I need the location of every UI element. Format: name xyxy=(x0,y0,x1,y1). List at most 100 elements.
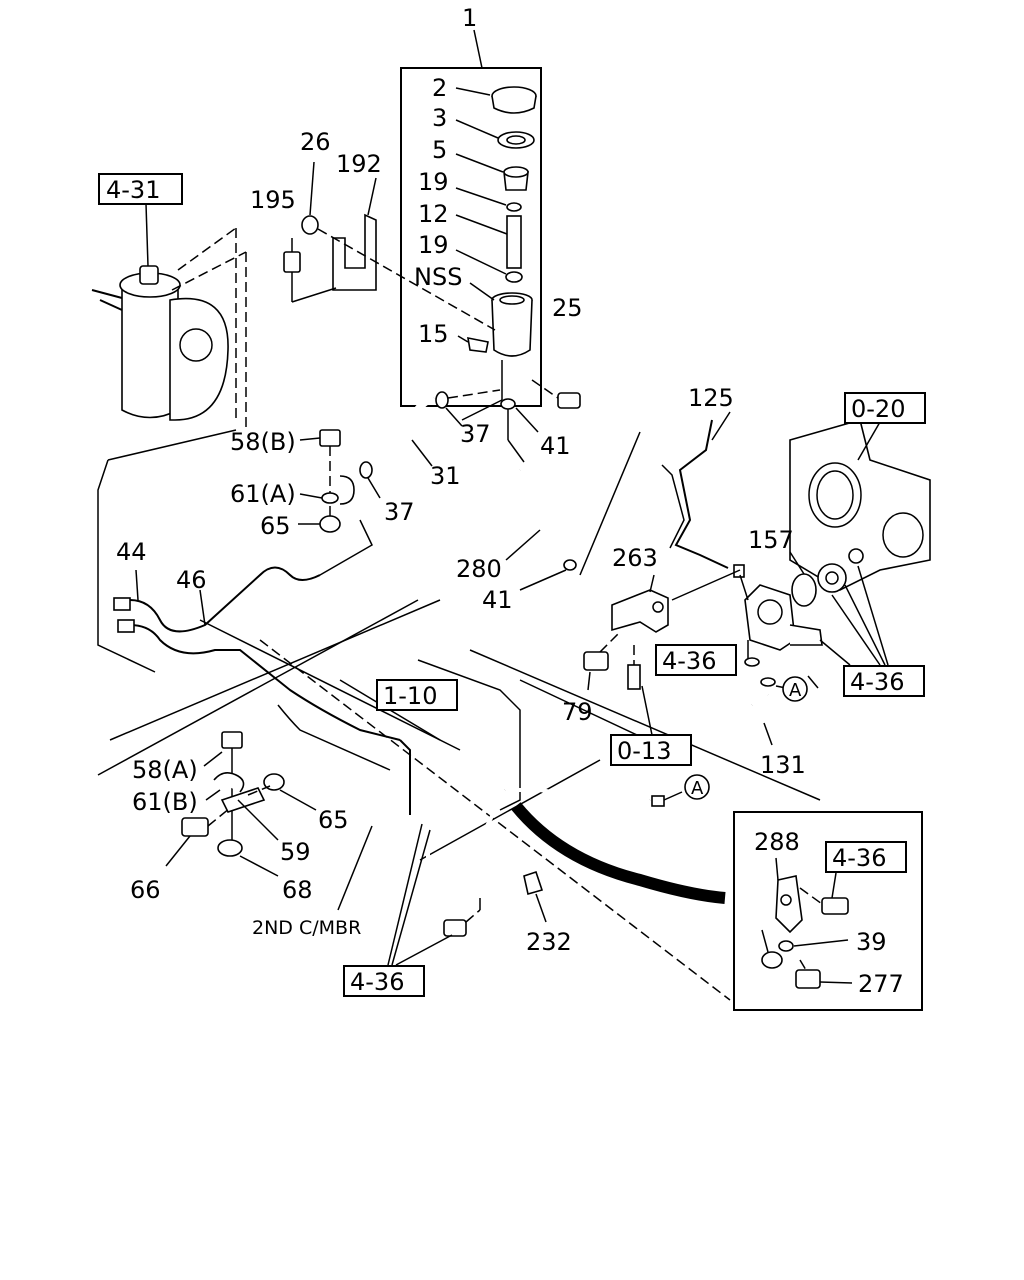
hose-280 xyxy=(505,406,564,561)
reservoir-seal-ring xyxy=(455,119,535,149)
reservoir-o-ring-upper xyxy=(455,187,522,212)
callout-41-lower: 41 xyxy=(482,586,513,614)
marker-a-pipe: A xyxy=(691,778,704,799)
reservoir-tank xyxy=(461,282,533,421)
ref-box-4-31[interactable] xyxy=(98,173,183,205)
callout-125: 125 xyxy=(688,384,734,412)
ref-box-4-36-hose[interactable] xyxy=(655,644,737,676)
hose-131 xyxy=(744,657,819,746)
callout-192: 192 xyxy=(336,150,382,178)
clamp-37-lower xyxy=(359,461,381,499)
callout-79: 79 xyxy=(562,698,593,726)
reservoir-cap xyxy=(455,86,537,114)
callout-61b: 61(B) xyxy=(132,788,198,816)
lower-pipe xyxy=(399,739,683,868)
ref-label-4-36-hose[interactable]: 4-36 xyxy=(662,647,716,675)
callout-39: 39 xyxy=(856,928,887,956)
callout-31: 31 xyxy=(430,462,461,490)
pipe-46 xyxy=(97,429,401,741)
bolt-195 xyxy=(283,238,301,273)
callout-41-upper: 41 xyxy=(540,432,571,460)
bolt-66 xyxy=(165,807,231,867)
callout-66: 66 xyxy=(130,876,161,904)
ref-label-4-36-inset[interactable]: 4-36 xyxy=(832,844,886,872)
callout-46: 46 xyxy=(176,566,207,594)
callout-65-lower: 65 xyxy=(318,806,349,834)
callout-68: 68 xyxy=(282,876,313,904)
callout-58a: 58(A) xyxy=(132,756,198,784)
callout-58b: 58(B) xyxy=(230,428,296,456)
clamp-41-lower xyxy=(519,431,641,591)
marker-a-circle-pump xyxy=(782,676,808,702)
callout-277: 277 xyxy=(858,970,904,998)
callout-157: 157 xyxy=(748,526,794,554)
callout-232: 232 xyxy=(526,928,572,956)
ref-label-1-10[interactable]: 1-10 xyxy=(383,682,437,710)
callout-288: 288 xyxy=(754,828,800,856)
ref-label-4-31[interactable]: 4-31 xyxy=(106,176,160,204)
thick-hose xyxy=(511,802,726,904)
chassis-frame xyxy=(97,599,821,1001)
callout-2: 2 xyxy=(432,74,447,102)
ref-label-0-20[interactable]: 0-20 xyxy=(851,395,905,423)
hose-31 xyxy=(370,394,435,470)
ref-label-4-36-pump[interactable]: 4-36 xyxy=(850,668,904,696)
callout-280: 280 xyxy=(456,555,502,583)
ref-label-4-36-bottom[interactable]: 4-36 xyxy=(350,968,404,996)
engine-cover-plate xyxy=(789,419,931,591)
callout-26: 26 xyxy=(300,128,331,156)
bracket-192 xyxy=(291,177,377,303)
callout-195: 195 xyxy=(250,186,296,214)
callout-3: 3 xyxy=(432,104,447,132)
callout-37-lower: 37 xyxy=(384,498,415,526)
ref-box-1-10[interactable] xyxy=(376,679,458,711)
clamp-41-upper xyxy=(500,398,539,433)
callout-61a: 61(A) xyxy=(230,480,296,508)
bolt-232 xyxy=(523,870,547,923)
callout-12: 12 xyxy=(418,200,449,228)
member-leader xyxy=(337,825,373,911)
callout-263: 263 xyxy=(612,544,658,572)
ref-box-4-36-bottom[interactable] xyxy=(343,965,425,997)
ref-box-0-13[interactable] xyxy=(610,734,692,766)
ref-box-0-20[interactable] xyxy=(844,392,926,424)
reservoir-assembly-frame xyxy=(400,29,542,407)
callout-65-upper: 65 xyxy=(260,512,291,540)
callout-1: 1 xyxy=(462,4,477,32)
callout-nss: NSS xyxy=(414,263,462,291)
callout-25: 25 xyxy=(552,294,583,322)
callout-5: 5 xyxy=(432,136,447,164)
callout-44: 44 xyxy=(116,538,147,566)
marker-a-circle-pipe xyxy=(684,774,710,800)
steering-gear-box xyxy=(91,203,247,430)
clamp-37-upper xyxy=(435,389,501,427)
clamp-39 xyxy=(761,929,849,969)
nut-65-lower xyxy=(263,773,317,811)
clamp-plate-59 xyxy=(220,785,279,841)
bolt-79 xyxy=(583,631,621,691)
nut-68 xyxy=(217,839,279,877)
bolt-25 xyxy=(531,379,581,409)
member-note: 2ND C/MBR xyxy=(252,917,361,939)
ref-box-4-36-pump[interactable] xyxy=(843,665,925,697)
clip-61a xyxy=(299,475,355,505)
callout-19-upper: 19 xyxy=(418,168,449,196)
bracket-288 xyxy=(775,857,803,934)
bolt-58b xyxy=(299,429,341,520)
bracket-263 xyxy=(611,569,741,633)
bolt-lower-pipe xyxy=(443,898,481,937)
nut-65-upper xyxy=(298,515,341,533)
reservoir-filter xyxy=(455,153,529,191)
pipe-125 xyxy=(661,411,745,578)
nut-26 xyxy=(301,161,496,331)
callout-37-upper: 37 xyxy=(460,420,491,448)
ref-lines-4-36-pump xyxy=(819,565,889,666)
ref-label-0-13[interactable]: 0-13 xyxy=(617,737,671,765)
detail-inset-frame xyxy=(733,811,923,1011)
ref-box-4-36-inset[interactable] xyxy=(825,841,907,873)
pump-body xyxy=(739,574,823,660)
ref-lines-4-36-bottom xyxy=(387,823,453,966)
callout-15: 15 xyxy=(418,320,449,348)
marker-a-pump: A xyxy=(789,680,802,701)
